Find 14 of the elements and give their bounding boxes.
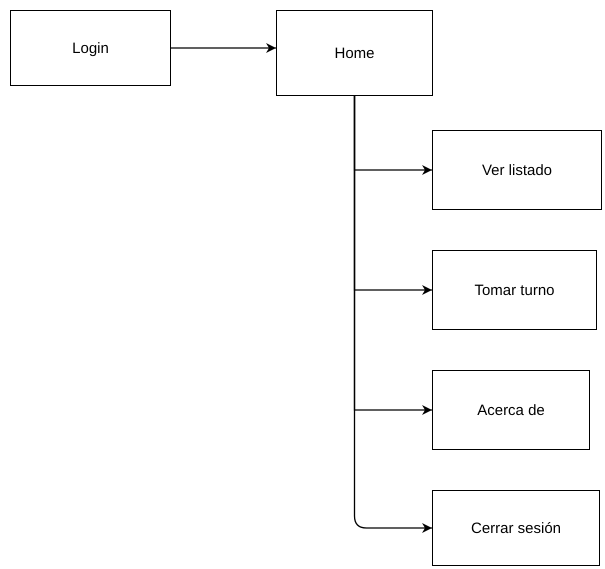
page-box — [432, 250, 597, 330]
page-label: Acerca de — [477, 402, 545, 418]
page-label: Ver listado — [482, 162, 552, 178]
page-box — [276, 10, 433, 96]
page-box — [432, 370, 590, 450]
page-label: Cerrar sesión — [470, 520, 562, 536]
page-box — [432, 490, 600, 566]
page-label: Home — [334, 44, 374, 62]
page-box — [432, 130, 602, 210]
page-label: Login — [72, 40, 109, 56]
arrow — [354, 96, 432, 533]
arrow — [171, 43, 276, 53]
page-box — [10, 10, 171, 86]
page-label: Tomar turno — [474, 282, 555, 298]
